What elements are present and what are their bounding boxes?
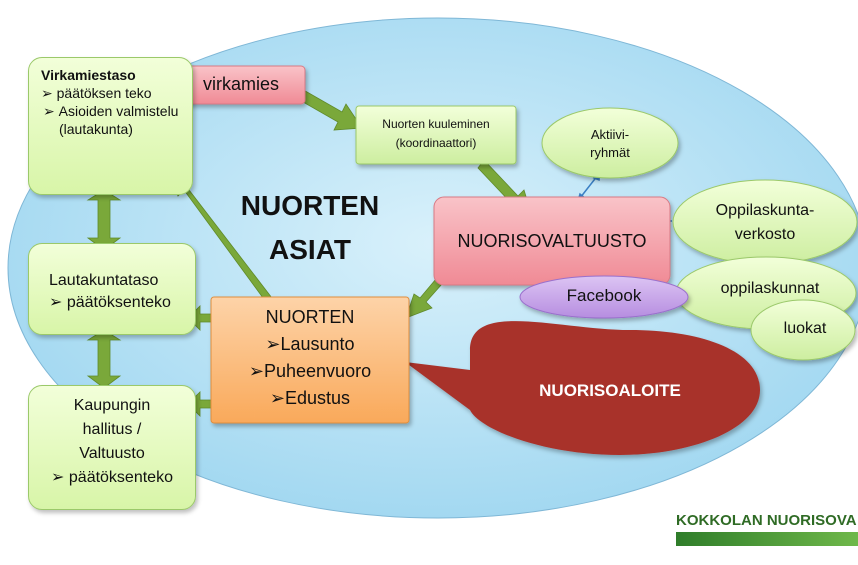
oppilaskunnat-label: oppilaskunnat [720, 280, 820, 297]
virkamiestaso-box: Virkamiestaso päätöksen teko Asioiden va… [28, 57, 193, 195]
aktiivi-line-1: Aktiivi- [590, 127, 630, 142]
oppilaskuntaverkosto-line-1: Oppilaskunta- [715, 202, 815, 219]
virkamies-label: virkamies [202, 74, 279, 94]
center-title-line-1: NUORTEN [240, 190, 380, 221]
virkamiestaso-item-2: Asioiden valmistelu (lautakunta) [41, 102, 186, 138]
luokat-ellipse [750, 299, 856, 361]
facebook-ellipse [519, 275, 689, 319]
lautakuntataso-box: Lautakuntataso päätöksenteko [28, 243, 196, 335]
nuorten-title: NUORTEN [265, 307, 355, 327]
luokat-label: luokat [783, 320, 827, 337]
kaupungin-line-1: Kaupungin [73, 397, 151, 414]
nuorisoaloite-label: NUORISOALOITE [539, 381, 681, 400]
nuorten-item-1: ➢Lausunto [265, 334, 355, 354]
arrow-lautakunta-kaupungin [86, 329, 122, 389]
kaupungin-box: Kaupungin hallitus / Valtuusto päätöksen… [28, 385, 196, 510]
nuorten-item-2: ➢Puheenvuoro [248, 361, 372, 381]
lautakuntataso-item: päätöksenteko [49, 292, 189, 314]
center-title-line-2: ASIAT [269, 234, 351, 265]
nuorisoaloite-bubble [405, 321, 760, 455]
kaupungin-item: päätöksenteko [33, 466, 191, 490]
center-title: NUORTEN ASIAT [220, 184, 400, 272]
kuuleminen-line-2: (koordinaattori) [395, 136, 477, 150]
logo-bar [676, 532, 858, 546]
aktiivi-label: Aktiivi- ryhmät [560, 126, 660, 162]
oppilaskuntaverkosto-label: Oppilaskunta- verkosto [690, 199, 840, 247]
kuuleminen-box [355, 105, 517, 165]
kaupungin-line-3: Valtuusto [79, 445, 145, 462]
nuorisovaltuusto-label: NUORISOVALTUUSTO [457, 231, 647, 251]
arrow-virkamies-lautakunta [86, 189, 122, 251]
nuorten-item-3-text: Edustus [285, 388, 351, 408]
kuuleminen-line-1: Nuorten kuuleminen [382, 117, 490, 131]
nuorten-item-3: ➢Edustus [269, 388, 351, 408]
nuorten-box [210, 296, 410, 424]
virkamiestaso-item-1: päätöksen teko [41, 84, 186, 102]
logo-text: KOKKOLAN NUORISOVA [676, 512, 857, 529]
lautakuntataso-title: Lautakuntataso [49, 272, 159, 289]
facebook-label: Facebook [566, 286, 642, 305]
nuorten-item-1-text: Lausunto [280, 334, 355, 354]
nuorten-box-text: NUORTEN ➢Lausunto ➢Puheenvuoro ➢Edustus [211, 304, 409, 412]
aktiivi-ellipse [541, 107, 679, 179]
kuuleminen-label: Nuorten kuuleminen (koordinaattori) [356, 115, 516, 153]
kaupungin-line-2: hallitus / [82, 421, 142, 438]
oppilaskuntaverkosto-line-2: verkosto [734, 226, 796, 243]
virkamiestaso-title: Virkamiestaso [41, 67, 136, 83]
nuorten-item-2-text: Puheenvuoro [264, 361, 372, 381]
aktiivi-line-2: ryhmät [590, 145, 630, 160]
